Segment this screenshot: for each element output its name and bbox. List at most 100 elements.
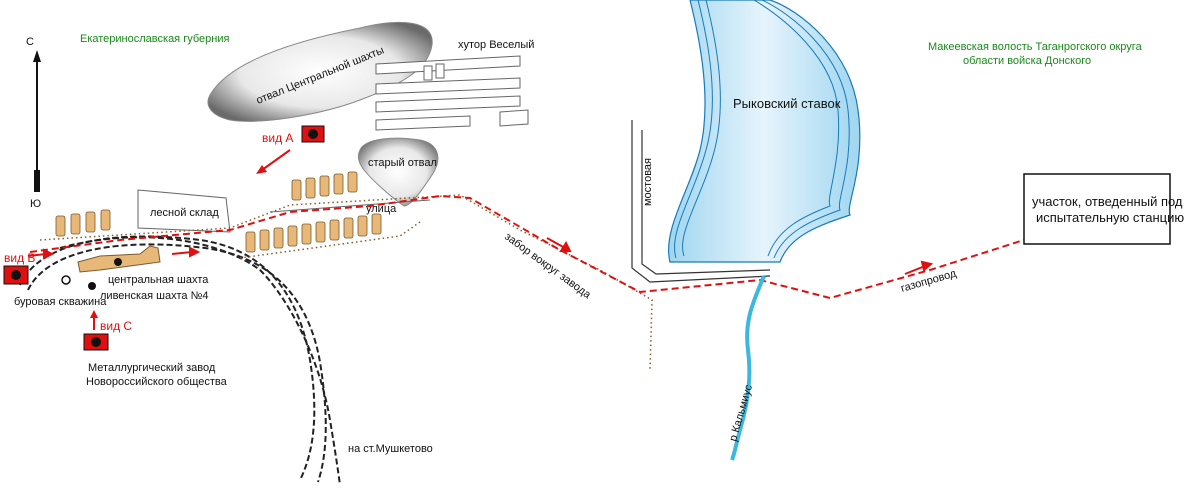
pond: Рыковский ставок: [668, 0, 861, 263]
old-dump-label: старый отвал: [368, 157, 437, 169]
gas-pipeline-label: газопровод: [900, 267, 959, 294]
pipe-arrow-3-icon: [546, 237, 566, 249]
house-c3: [273, 227, 284, 249]
khutor-house-4: [375, 115, 471, 131]
house-c1: [245, 231, 256, 253]
pond-contour-3: [761, 0, 850, 259]
view-a-arrowhead-icon: [256, 165, 267, 174]
mostovaya-line-1: [631, 120, 771, 283]
pipe-arrow-3-head-icon: [559, 240, 572, 252]
view-a-marker: вид А: [256, 125, 325, 174]
khutor-label: хутор Веселый: [458, 39, 534, 51]
pipe-arrow-4-icon: [904, 265, 926, 275]
compass-south-bar: [34, 170, 40, 192]
region-right-line2: области войска Донского: [963, 55, 1091, 67]
pond-contour-2: [682, 0, 721, 257]
mostovaya-line-2: [641, 130, 771, 275]
view-a-label: вид А: [262, 131, 293, 145]
test-site: участок, отведенный под испытательную ст…: [1023, 173, 1184, 245]
timber-yard-label: лесной склад: [150, 207, 219, 219]
plant-fence: [39, 194, 653, 371]
house-c9: [357, 215, 368, 237]
old-dump-shape: [357, 137, 439, 207]
borehole-icon: [61, 275, 71, 285]
view-c-marker: вид С: [83, 310, 132, 351]
house-a3: [85, 211, 96, 233]
central-mine: [61, 245, 161, 290]
plant-label-line2: Новороссийского общества: [86, 376, 228, 388]
railway-track-3: [59, 236, 341, 486]
house-b1: [291, 179, 302, 201]
view-c-arrowhead-icon: [90, 310, 98, 318]
view-b-lens-icon: [11, 270, 21, 280]
house-a4: [100, 209, 111, 231]
pipeline-arrows: [27, 237, 934, 275]
house-c4: [287, 225, 298, 247]
house-a2: [70, 213, 81, 235]
khutor-house-7: [435, 63, 445, 79]
khutor-house-1: [375, 55, 521, 75]
station-label: на ст.Мушкетово: [348, 443, 433, 455]
railway: [19, 235, 341, 486]
view-c-lens-icon: [91, 337, 101, 347]
livenskaya-mine-label: ливенская шахта №4: [100, 290, 209, 302]
fence-top: [39, 194, 653, 371]
timber-yard-shape: [137, 189, 231, 233]
compass-north-label: С: [26, 36, 34, 48]
region-right-line1: Макеевская волость Таганрогского округа: [928, 41, 1143, 53]
pipe-arrow-2-head-icon: [189, 246, 201, 258]
house-b4: [333, 173, 344, 195]
house-a1: [55, 215, 66, 237]
pond-contour-4: [753, 0, 840, 257]
gas-pipeline: [29, 194, 1031, 300]
pipe-arrow-2-icon: [171, 251, 193, 255]
timber-yard: лесной склад: [137, 189, 231, 233]
central-mine-shaft-icon: [114, 258, 122, 266]
compass-arrowhead-icon: [33, 50, 41, 62]
river-label: р Кальмиус: [727, 383, 755, 443]
view-c-label: вид С: [100, 319, 132, 333]
railway-track-2: [27, 243, 327, 483]
pipe-arrow-1-head-icon: [43, 248, 55, 260]
house-c6: [315, 221, 326, 243]
khutor-house-5: [499, 109, 529, 127]
borehole-label: буровая скважина: [14, 296, 107, 308]
house-c10: [371, 213, 382, 235]
compass-south-label: Ю: [30, 198, 41, 210]
house-b3: [319, 175, 330, 197]
housing-blocks: [55, 171, 382, 253]
house-c5: [301, 223, 312, 245]
house-c2: [259, 229, 270, 251]
test-site-box: [1023, 173, 1171, 245]
khutor-house-6: [423, 65, 433, 81]
pipe-arrow-4-head-icon: [920, 260, 934, 272]
region-left-label: Екатеринославская губерния: [80, 33, 229, 45]
test-site-label-line2: испытательную станцию: [1036, 210, 1184, 225]
view-b-marker: вид В: [3, 251, 35, 285]
mostovaya-label: мостовая: [642, 158, 654, 206]
compass: С Ю: [26, 36, 41, 210]
house-b5: [347, 171, 358, 193]
view-b-label: вид В: [4, 251, 35, 265]
old-dump: старый отвал: [357, 137, 439, 207]
central-mine-label: центральная шахта: [108, 274, 209, 286]
test-site-label-line1: участок, отведенный под: [1032, 194, 1183, 209]
house-c8: [343, 217, 354, 239]
fence-label: забор вокруг завода: [502, 231, 593, 302]
view-a-arrow-icon: [261, 149, 291, 171]
central-dump: отвал Центральной шахты: [207, 21, 433, 122]
view-a-lens-icon: [308, 129, 318, 139]
pond-water: [668, 0, 861, 263]
khutor-house-2: [375, 77, 521, 95]
house-c7: [329, 219, 340, 241]
mostovaya-road: [631, 120, 771, 283]
house-b2: [305, 177, 316, 199]
khutor-houses: [375, 55, 529, 131]
plant-label-line1: Металлургический завод: [88, 362, 216, 374]
khutor-house-3: [375, 95, 521, 113]
pond-contour-1: [674, 0, 713, 259]
central-mine-shaft-2-icon: [88, 282, 96, 290]
river-kalmius: [730, 275, 766, 461]
pond-label: Рыковский ставок: [733, 96, 841, 111]
